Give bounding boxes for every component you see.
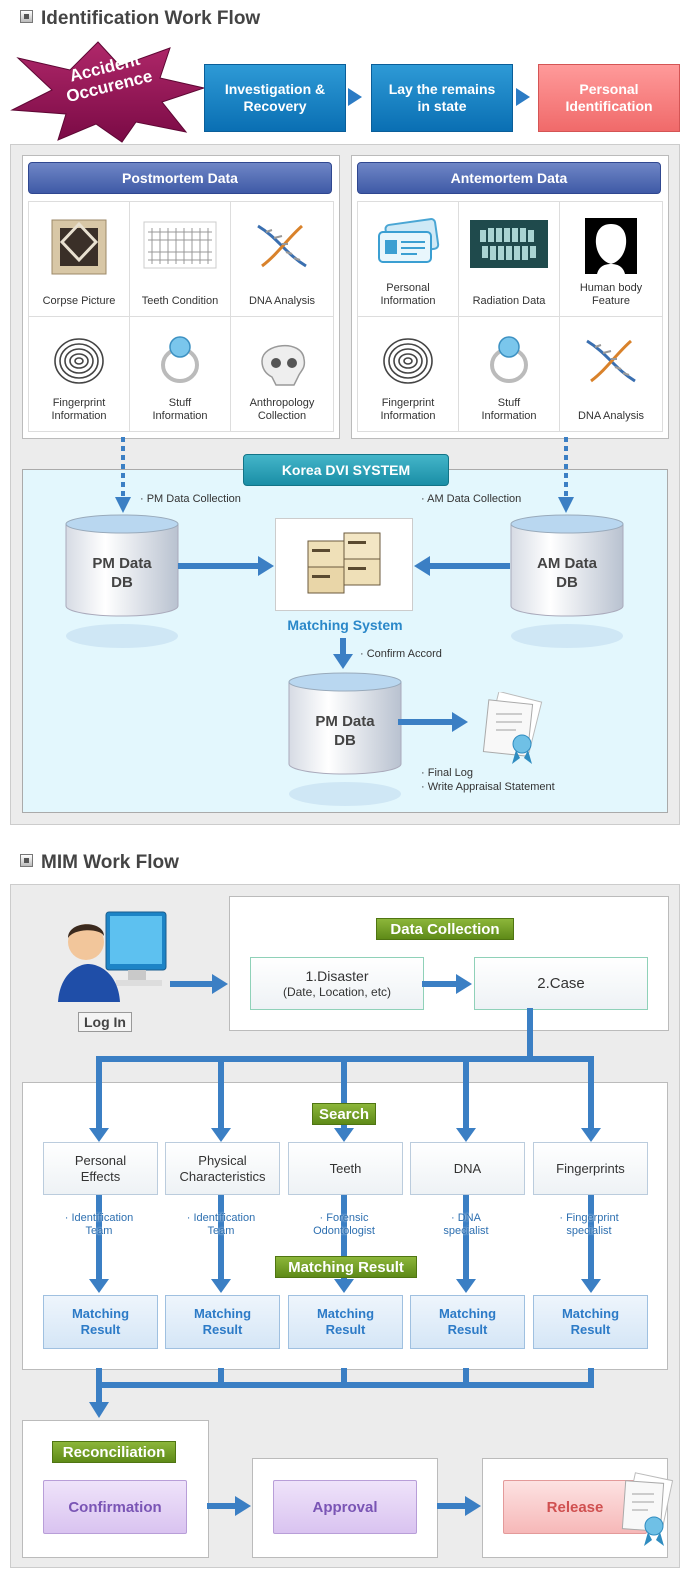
xray-icon	[470, 220, 548, 268]
postmortem-header: Postmortem Data	[28, 162, 332, 194]
certificate-icon	[482, 692, 543, 764]
distribution-arrows-overlay-icon	[89, 1056, 601, 1142]
id-card-icon	[378, 218, 440, 263]
matching-result-tag: Matching Result	[275, 1256, 417, 1278]
ring-icon	[161, 336, 199, 383]
dna-icon	[586, 339, 636, 383]
accident-star-icon	[10, 41, 206, 143]
confirm-accord-label: · Confirm Accord	[360, 648, 442, 660]
dotted-arrow-down-icon	[558, 437, 574, 513]
matching-system-label: Matching System	[287, 617, 403, 633]
category-fingerprints[interactable]: Fingerprints	[533, 1142, 648, 1195]
section-bullet-icon	[20, 10, 33, 23]
section-bullet-icon	[20, 854, 33, 867]
data-collection-tag: Data Collection	[376, 918, 514, 940]
certificate-icon	[621, 1472, 674, 1546]
fingerprint-icon	[54, 338, 104, 384]
pm-corpse-picture: Corpse Picture	[28, 201, 130, 317]
arrow-down-icon	[333, 638, 353, 669]
database-icon	[65, 514, 179, 648]
arrow-right-icon	[398, 712, 468, 732]
arrow-right-icon	[437, 1496, 481, 1516]
search-tag: Search	[312, 1103, 376, 1125]
pm-teeth-condition: Teeth Condition	[129, 201, 231, 317]
user-computer-icon	[58, 911, 167, 1002]
arrow-right-icon	[348, 88, 362, 106]
arrow-right-icon	[170, 974, 228, 994]
mim-section-title: MIM Work Flow	[20, 852, 179, 874]
matching-system-box	[275, 518, 413, 611]
disaster-box[interactable]: 1.Disaster(Date, Location, etc)	[250, 957, 424, 1010]
dna-icon	[257, 224, 307, 268]
result-arrows-icon	[89, 1193, 601, 1293]
arrow-right-icon	[178, 556, 274, 576]
am-data-collection-label: · AM Data Collection	[421, 493, 522, 505]
step-investigation-recovery: Investigation &Recovery	[204, 64, 346, 132]
dotted-arrow-down-icon	[115, 437, 131, 513]
antemortem-header: Antemortem Data	[357, 162, 661, 194]
dvi-system-title: Korea DVI SYSTEM	[243, 454, 449, 486]
merge-arrows-icon	[89, 1368, 594, 1418]
fingerprint-icon	[383, 338, 433, 384]
am-radiation-data: Radiation Data	[458, 201, 560, 317]
identification-section-title: Identification Work Flow	[20, 8, 260, 30]
head-silhouette-icon	[585, 218, 637, 274]
ring-icon	[490, 336, 528, 383]
arrow-right-icon	[422, 974, 472, 994]
arrow-left-icon	[414, 556, 510, 576]
am-dna-analysis: DNA Analysis	[559, 316, 663, 432]
teeth-chart-icon	[143, 221, 217, 269]
appraisal-label: · Write Appraisal Statement	[421, 781, 555, 793]
approval-button[interactable]: Approval	[273, 1480, 417, 1534]
category-dna[interactable]: DNA	[410, 1142, 525, 1195]
arrow-right-icon	[516, 88, 530, 106]
pm-dna-analysis: DNA Analysis	[230, 201, 334, 317]
confirmation-button[interactable]: Confirmation	[43, 1480, 187, 1534]
final-log-label: · Final Log	[421, 767, 473, 779]
skull-icon	[261, 344, 306, 386]
category-teeth[interactable]: Teeth	[288, 1142, 403, 1195]
release-button[interactable]: Release	[503, 1480, 647, 1534]
reconciliation-tag: Reconciliation	[52, 1441, 176, 1463]
pm-data-collection-label: · PM Data Collection	[140, 493, 241, 505]
corpse-picture-icon	[51, 219, 107, 275]
arrow-right-icon	[207, 1496, 251, 1516]
database-icon	[288, 672, 402, 806]
server-icon	[307, 532, 381, 594]
database-icon	[510, 514, 624, 648]
login-button[interactable]: Log In	[78, 1012, 132, 1032]
case-box[interactable]: 2.Case	[474, 957, 648, 1010]
